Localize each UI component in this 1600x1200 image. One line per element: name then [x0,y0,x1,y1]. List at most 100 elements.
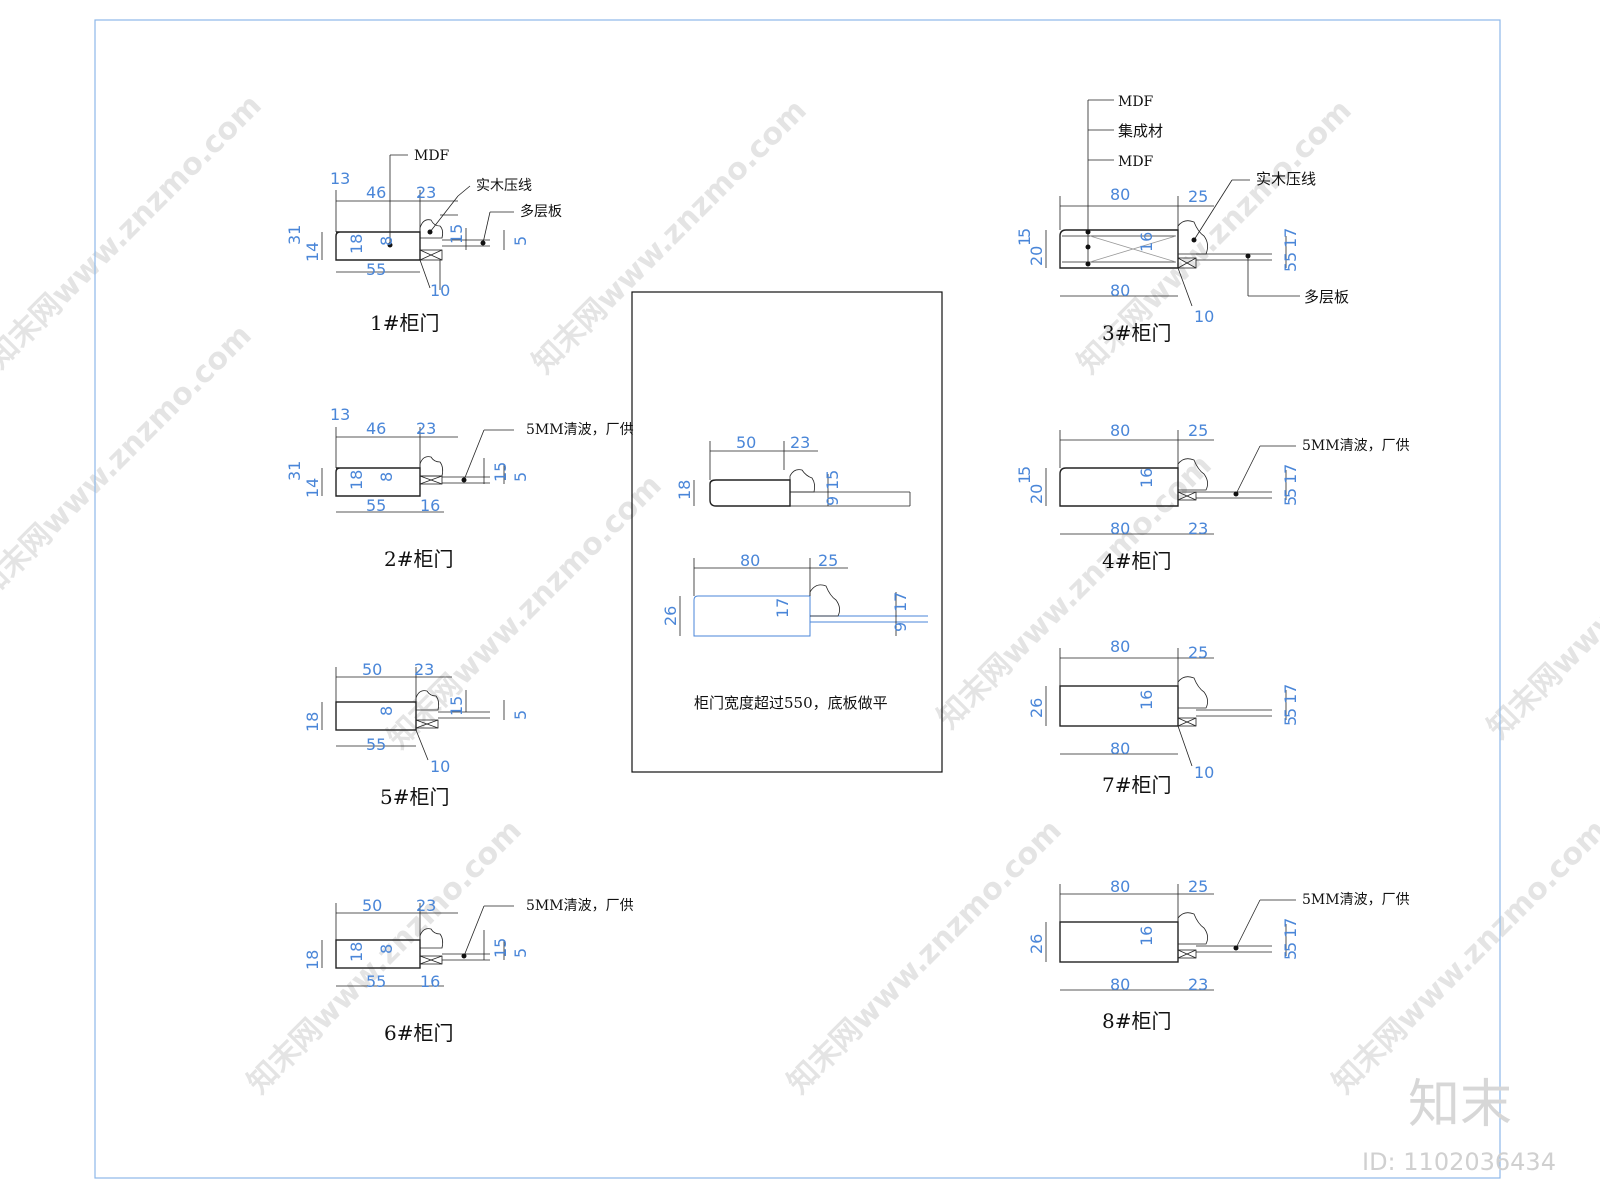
dim-label: 5 [1281,708,1300,718]
watermark-text: 知末网www.znzmo.com [0,318,259,606]
watermark-text: 知末网www.znzmo.com [931,448,1219,736]
dim-label: 5 [1281,942,1300,952]
dim-label: 5 [1015,466,1034,476]
dim-label: 10 [1194,307,1214,326]
brand-watermark: 知末 [1408,1075,1512,1135]
dim-label: 10 [1194,763,1214,782]
dim-label: 5 [511,472,530,482]
dim-label: 26 [661,606,680,626]
dim-label: 10 [430,757,450,776]
dim-label: 16 [1137,690,1156,710]
dim-label: 18 [303,712,322,732]
callout-label: 5MM清波，厂供 [1302,438,1410,454]
panel-title: 5#柜门 [380,785,449,809]
dim-label: 18 [347,470,366,490]
callout-label: 实木压线 [476,178,532,194]
callout-label: 多层板 [1304,288,1349,306]
dim-label: 5 [511,236,530,246]
watermark-text: 知末网www.znzmo.com [1326,813,1600,1101]
dim-label: 9 [891,622,910,632]
dim-label: 5 [1281,496,1300,506]
dim-label: 17 [891,592,910,612]
dim-label: 5 [1281,252,1300,262]
dim-label: 15 [447,696,466,716]
dim-label: 55 [366,496,386,515]
dim-label: 8 [377,706,396,716]
sheet-frame [94,19,1501,1179]
dim-label: 5 [511,710,530,720]
dim-label: 46 [366,419,386,438]
dim-label: 10 [430,281,450,300]
dim-label: 46 [366,183,386,202]
dim-label: 31 [285,461,304,481]
dim-label: 23 [416,183,436,202]
dim-label: 80 [1110,185,1130,204]
dim-label: 80 [1110,519,1130,538]
dim-label: 17 [1281,464,1300,484]
panel-4: 80 25 5 1 20 16 17 5 5 80 23 5MM清波，厂供 4#… [1015,421,1410,573]
dim-label: 18 [303,950,322,970]
callout-label: MDF [1118,94,1154,110]
watermark-text: 知末网www.znzmo.com [526,93,814,381]
callout-label: 5MM清波，厂供 [1302,892,1410,908]
dim-label: 25 [1188,643,1208,662]
center-note: 柜门宽度超过550，底板做平 [694,694,888,712]
dim-label: 20 [1027,484,1046,504]
callout-label: 5MM清波，厂供 [526,898,634,914]
dim-label: 1 [1015,236,1034,246]
callout-label: 5MM清波，厂供 [526,422,634,438]
watermark-layer: 知末网www.znzmo.com 知末网www.znzmo.com 知末网www… [0,88,1600,1101]
panel-title: 6#柜门 [384,1021,453,1045]
dim-label: 25 [818,551,838,570]
callout-label: 实木压线 [1256,170,1316,188]
dim-label: 17 [1281,228,1300,248]
dim-label: 8 [377,236,396,246]
dim-label: 80 [1110,739,1130,758]
dim-label: 55 [366,735,386,754]
dim-label: 8 [377,944,396,954]
dim-label: 9 [823,496,842,506]
dim-label: 80 [1110,281,1130,300]
dim-label: 16 [420,972,440,991]
panel-title: 1#柜门 [370,311,439,335]
dim-label: 25 [1188,877,1208,896]
dim-label: 23 [1188,519,1208,538]
dim-label: 17 [1281,684,1300,704]
dim-label: 23 [790,433,810,452]
dim-label: 15 [491,938,510,958]
dim-label: 14 [303,242,322,262]
dim-label: 16 [1137,232,1156,252]
dim-label: 18 [347,942,366,962]
dim-label: 20 [1027,246,1046,266]
dim-label: 80 [1110,975,1130,994]
dim-label: 5 [1281,488,1300,498]
id-watermark: ID: 1102036434 [1362,1148,1556,1176]
dim-label: 15 [823,470,842,490]
watermark-text: 知末网www.znzmo.com [241,813,529,1101]
dim-label: 23 [416,896,436,915]
dim-label: 50 [362,896,382,915]
panel-title: 3#柜门 [1102,321,1171,345]
dim-label: 16 [420,496,440,515]
dim-label: 80 [740,551,760,570]
watermark-text: 知末网www.znzmo.com [1481,458,1600,746]
dim-label: 16 [1137,468,1156,488]
dim-label: 5 [1015,228,1034,238]
dim-label: 5 [1281,716,1300,726]
watermark-text: 知末网www.znzmo.com [781,813,1069,1101]
panel-title: 7#柜门 [1102,773,1171,797]
dim-label: 25 [1188,187,1208,206]
dim-label: 55 [366,260,386,279]
panel-8: 80 25 26 16 17 5 5 80 23 5MM清波，厂供 8#柜门 [1027,877,1410,1033]
dim-label: 13 [330,405,350,424]
dim-label: 23 [1188,975,1208,994]
dim-label: 8 [377,472,396,482]
panel-5: 50 23 18 8 15 5 55 10 5#柜门 [303,660,530,809]
dim-label: 26 [1027,934,1046,954]
dim-label: 50 [362,660,382,679]
dim-label: 16 [1137,926,1156,946]
panel-7: 80 25 26 16 17 5 5 80 10 7#柜门 [1027,637,1300,797]
dim-label: 5 [511,948,530,958]
callout-label: MDF [414,148,450,164]
dim-label: 23 [416,419,436,438]
